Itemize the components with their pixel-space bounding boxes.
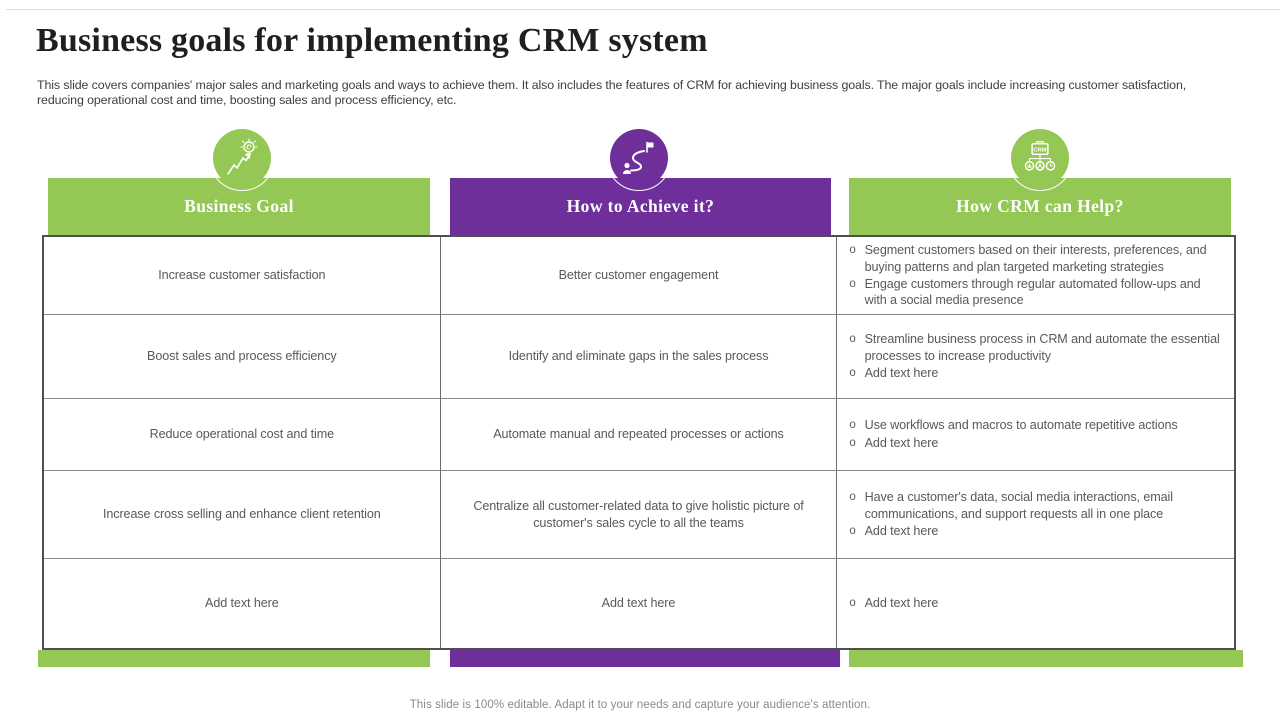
path-to-flag-icon <box>606 125 672 191</box>
cell-how-1[interactable]: Better customer engagement <box>440 237 838 315</box>
cell-how-3[interactable]: Automate manual and repeated processes o… <box>440 399 838 471</box>
cell-goal-1[interactable]: Increase customer satisfaction <box>44 237 441 315</box>
bullet-icon: o <box>849 437 856 449</box>
bullet-icon: o <box>849 244 856 257</box>
cell-how-4[interactable]: Centralize all customer-related data to … <box>440 471 838 559</box>
growth-bulb-icon <box>209 125 275 191</box>
footer-note: This slide is 100% editable. Adapt it to… <box>409 699 871 711</box>
bullet-icon: o <box>849 597 856 610</box>
column-header-how-crm-helps: How CRM can Help? <box>849 178 1231 235</box>
cell-how-5[interactable]: Add text here <box>441 559 838 648</box>
slide-top-rule <box>6 9 1280 10</box>
slide-description: This slide covers companies' major sales… <box>37 78 1187 107</box>
bottom-accent-bar-purple <box>450 650 840 667</box>
bullet-icon: o <box>849 491 856 504</box>
svg-text:CRM: CRM <box>1033 148 1046 154</box>
crm-network-icon: CRM <box>1007 125 1073 191</box>
cell-goal-2[interactable]: Boost sales and process efficiency <box>44 315 441 399</box>
bullet-icon: o <box>849 278 856 290</box>
cell-goal-3[interactable]: Reduce operational cost and time <box>44 399 441 471</box>
bullet-icon: o <box>849 525 856 538</box>
cell-how-2[interactable]: Identify and eliminate gaps in the sales… <box>440 315 838 399</box>
cell-goal-4[interactable]: Increase cross selling and enhance clien… <box>44 471 441 559</box>
goals-table: Increase customer satisfaction Better cu… <box>42 235 1236 650</box>
page-title: Business goals for implementing CRM syst… <box>36 22 708 59</box>
cell-goal-5[interactable]: Add text here <box>44 559 441 648</box>
bottom-accent-bar-green-left <box>38 650 430 667</box>
bullet-icon: o <box>849 367 856 380</box>
bullet-icon: o <box>849 333 856 346</box>
bottom-accent-bar-green-right <box>849 650 1243 667</box>
bullet-icon: o <box>849 419 856 432</box>
